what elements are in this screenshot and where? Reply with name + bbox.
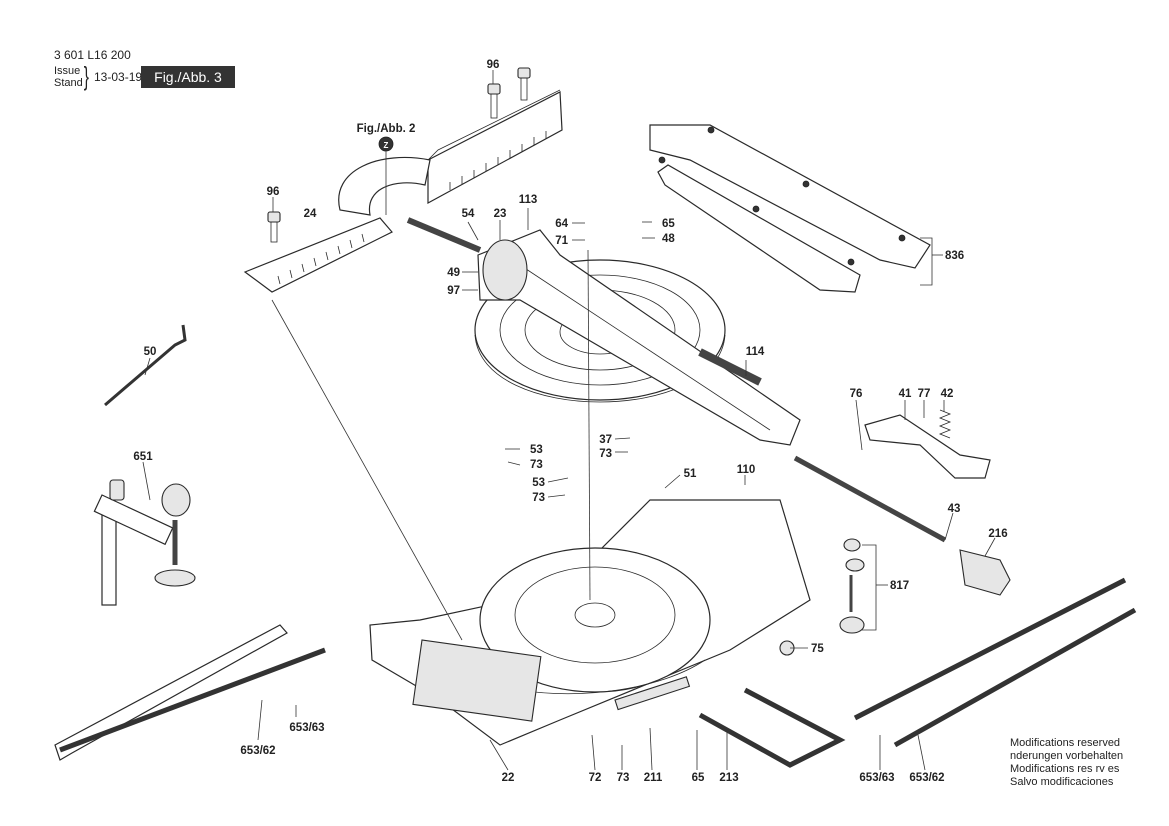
- callout-75: 75: [811, 643, 824, 655]
- callout-53-a: 53: [530, 444, 543, 456]
- brace-glyph: }: [83, 61, 89, 91]
- callout-72: 72: [589, 772, 602, 784]
- callout-213: 213: [719, 772, 738, 784]
- issue-stand-label: Issue Stand: [54, 65, 83, 89]
- callout-71: 71: [555, 235, 568, 247]
- callout-216: 216: [988, 528, 1007, 540]
- callout-77: 77: [918, 388, 931, 400]
- bevel-arm-23: [477, 229, 801, 446]
- callout-48: 48: [662, 233, 675, 245]
- rail-836: [649, 124, 931, 293]
- extension-stop-213: [698, 687, 846, 768]
- note-line-1: Modifications reserved: [1010, 737, 1121, 749]
- callout-z: Z: [384, 141, 389, 150]
- shaft-43: [793, 455, 947, 543]
- stand-label: Stand: [54, 77, 83, 89]
- note-line-2: nderungen vorbehalten: [1010, 750, 1124, 762]
- fence-scale-left: [243, 217, 393, 293]
- callout-65-top: 65: [662, 218, 675, 230]
- screw-96-a: [487, 83, 501, 119]
- clamp-651: [93, 479, 196, 606]
- figure-title: Fig./Abb. 3: [141, 66, 235, 88]
- callout-23: 23: [494, 208, 507, 220]
- callout-836: 836: [945, 250, 964, 262]
- callout-43: 43: [948, 503, 961, 515]
- issue-date: 13-03-19: [94, 70, 143, 84]
- callout-114: 114: [746, 346, 765, 358]
- screw-96-b: [517, 67, 531, 101]
- callout-73-b: 73: [599, 448, 612, 460]
- lever-41: [864, 414, 991, 479]
- callout-96-left: 96: [267, 186, 280, 198]
- leader-lines: [142, 70, 996, 771]
- callout-54: 54: [462, 208, 475, 220]
- callout-fig-ref: Fig./Abb. 2: [357, 123, 416, 135]
- pin-54: [406, 217, 482, 253]
- knob-216: [959, 549, 1011, 596]
- callout-653-62-right: 653/62: [909, 772, 944, 784]
- callout-817: 817: [890, 580, 909, 592]
- callout-53-b: 53: [532, 477, 545, 489]
- callout-653-63-right: 653/63: [859, 772, 894, 784]
- semicircle-guide: [338, 156, 431, 216]
- callout-24: 24: [304, 208, 317, 220]
- callout-211: 211: [644, 772, 663, 784]
- washer-set-817: [839, 538, 865, 634]
- callout-97: 97: [447, 285, 460, 297]
- callout-51: 51: [684, 468, 697, 480]
- clip-211: [614, 676, 691, 711]
- callout-73-c: 73: [532, 492, 545, 504]
- extension-right-653-62: [853, 577, 1137, 748]
- fence-scale-rear: [427, 89, 563, 205]
- callout-96-top: 96: [487, 59, 500, 71]
- callout-110: 110: [737, 464, 756, 476]
- callout-41: 41: [899, 388, 912, 400]
- callout-49: 49: [447, 267, 460, 279]
- extension-left-653-62: [54, 624, 326, 761]
- callout-22: 22: [502, 772, 515, 784]
- callout-42: 42: [941, 388, 954, 400]
- callout-73-a: 73: [530, 459, 543, 471]
- callout-76: 76: [850, 388, 863, 400]
- note-line-4: Salvo modificaciones: [1010, 776, 1114, 788]
- screw-96-c: [267, 211, 281, 243]
- callout-64: 64: [555, 218, 568, 230]
- document-number: 3 601 L16 200: [54, 48, 131, 62]
- callout-labels: 96 Fig./Abb. 2 96 24 54 23 113 64 65 71 …: [133, 59, 1007, 784]
- spring-42: [938, 409, 952, 439]
- callout-65-bottom: 65: [692, 772, 705, 784]
- hex-key-50: [104, 324, 187, 407]
- callout-653-63-left: 653/63: [289, 722, 324, 734]
- callout-50: 50: [144, 346, 157, 358]
- callout-653-62-left: 653/62: [240, 745, 275, 757]
- rod-114: [698, 348, 762, 386]
- callout-651: 651: [133, 451, 153, 463]
- note-line-3: Modifications res rv es: [1010, 763, 1120, 775]
- modifications-note: Modifications reserved nderungen vorbeha…: [1010, 737, 1123, 789]
- callout-37: 37: [599, 434, 612, 446]
- base-22: [369, 499, 811, 746]
- callout-113: 113: [519, 194, 538, 206]
- issue-label: Issue: [54, 65, 81, 77]
- figure-reference-marker: [378, 136, 394, 152]
- callout-73-d: 73: [617, 772, 630, 784]
